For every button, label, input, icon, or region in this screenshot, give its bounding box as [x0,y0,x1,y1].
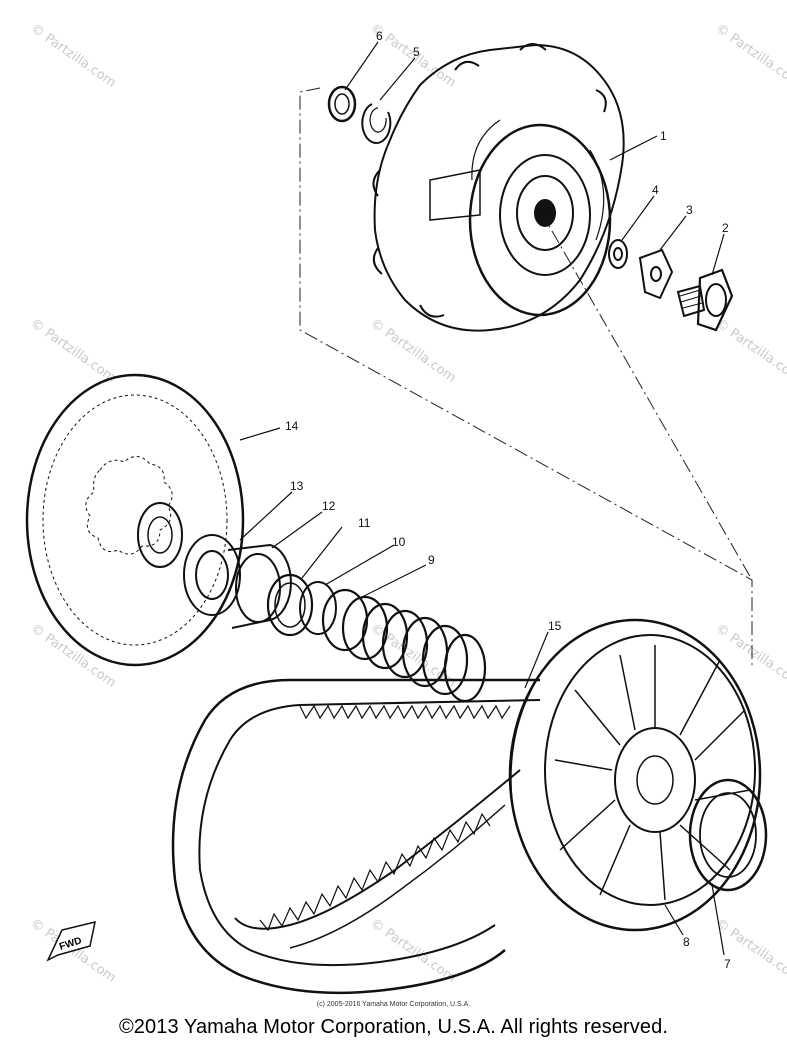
watermark: © Partzilla.com [713,21,787,91]
watermarks: © Partzilla.com © Partzilla.com © Partzi… [28,21,787,986]
callout-5: 5 [413,45,420,59]
watermark: © Partzilla.com [368,916,459,986]
callout-3: 3 [686,203,693,217]
watermark: © Partzilla.com [368,316,459,386]
movable-sheave-part-14 [25,373,245,667]
ring-part-6 [327,85,357,123]
leader-lines [239,41,725,956]
callout-numbers: 1 2 3 4 5 6 7 8 9 10 11 12 13 14 15 [285,29,731,971]
callout-8: 8 [683,935,690,949]
callout-9: 9 [428,553,435,567]
watermark: © Partzilla.com [28,316,119,386]
driven-sheave-part-8 [508,618,762,932]
callout-15: 15 [548,619,562,633]
hub-ring-part-7 [688,778,768,892]
assembly-guide-lines [299,87,753,665]
washer-ring-part-10 [299,581,337,635]
spring-part-9 [321,588,487,703]
small-copyright: (c) 2005-2016 Yamaha Motor Corporation, … [316,1001,471,1008]
copyright-footer: ©2013 Yamaha Motor Corporation, U.S.A. A… [118,1016,669,1038]
callout-4: 4 [652,183,659,197]
callout-7: 7 [724,957,731,971]
callout-12: 12 [322,499,336,513]
watermark: © Partzilla.com [713,316,787,386]
callout-14: 14 [285,419,299,433]
lock-washer-part-3 [638,248,674,300]
callout-10: 10 [392,535,406,549]
callout-11: 11 [358,516,371,530]
watermark: © Partzilla.com [28,21,119,91]
ring-part-11 [266,573,314,637]
callout-6: 6 [376,29,383,43]
circlip-part-5 [361,103,392,144]
sheave-housing-part-1 [372,43,625,332]
collar-part-13 [183,534,241,616]
callout-1: 1 [660,129,667,143]
callout-2: 2 [722,221,729,235]
callout-13: 13 [290,479,304,493]
watermark: © Partzilla.com [28,621,119,691]
bolt-part-2 [676,268,734,332]
watermark: © Partzilla.com [713,621,787,691]
v-belt-part-15 [171,678,541,995]
fwd-indicator: FWD [46,920,96,962]
washer-part-4 [608,239,628,269]
